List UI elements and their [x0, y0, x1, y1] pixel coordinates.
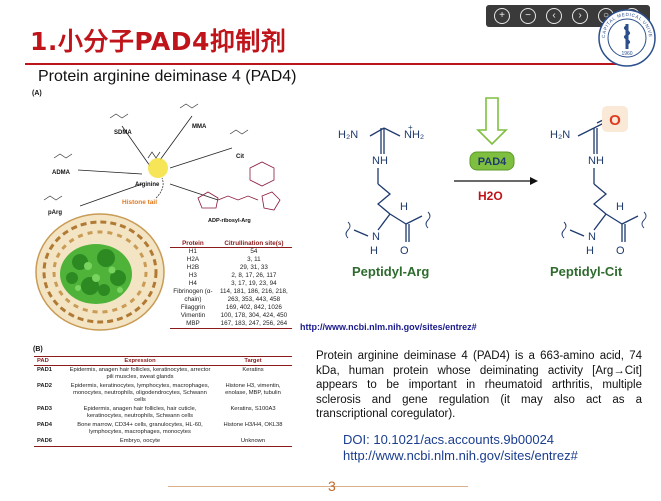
figure-panel-a: (A) SDMA: [30, 88, 294, 340]
h-label: H: [586, 245, 594, 257]
n-label: N: [372, 231, 380, 243]
zoom-out-icon[interactable]: −: [520, 8, 536, 24]
nucleosome-illustration: [35, 213, 165, 331]
arginine-modification-diagram: SDMA MMA Cit ADMA Arginine pArg ADP-ribo…: [43, 103, 281, 224]
slide-title: 1.小分子PAD4抑制剂: [30, 27, 287, 56]
nh-label: NH: [372, 155, 388, 167]
histone-tail-label: Histone tail: [122, 199, 157, 206]
page-number: 3: [328, 478, 336, 494]
table-header: Protein: [170, 240, 216, 248]
sdma-label: SDMA: [114, 130, 132, 136]
amine-label: H₂N: [338, 129, 358, 141]
mma-label: MMA: [192, 124, 207, 130]
reference-url[interactable]: http://www.ncbi.nlm.nih.gov/sites/entrez…: [343, 448, 578, 463]
pad4-description: Protein arginine deiminase 4 (PAD4) is a…: [316, 350, 642, 421]
cit-label: Cit: [236, 154, 244, 160]
enzyme-label: PAD4: [478, 156, 507, 168]
source-link[interactable]: http://www.ncbi.nlm.nih.gov/sites/entrez…: [300, 322, 477, 332]
h-label: H: [370, 245, 378, 257]
logo-year: 1960: [621, 51, 632, 57]
table-header: PAD: [34, 356, 66, 366]
table-header: Expression: [66, 356, 214, 366]
oxygen-badge: O: [609, 112, 621, 129]
svg-text:+: +: [408, 123, 413, 132]
water-label: H2O: [478, 189, 503, 203]
zoom-in-icon[interactable]: +: [494, 8, 510, 24]
nh-label: NH: [588, 155, 604, 167]
references: DOI: 10.1021/acs.accounts.9b00024 http:/…: [343, 432, 578, 464]
doi-text: DOI: 10.1021/acs.accounts.9b00024: [343, 432, 555, 447]
adma-label: ADMA: [52, 170, 71, 176]
slide-subtitle: Protein arginine deiminase 4 (PAD4): [38, 68, 297, 85]
next-icon[interactable]: ›: [572, 8, 588, 24]
table-header: Target: [214, 356, 292, 366]
h-label: H: [616, 201, 624, 213]
arginine-label: Arginine: [135, 182, 160, 188]
amine-label: H₂N: [550, 129, 570, 141]
reactant-label: Peptidyl-Arg: [352, 264, 429, 279]
adp-ribosyl-label: ADP-ribosyl-Arg: [208, 218, 251, 224]
university-logo: CAPITAL MEDICAL UNIVERSITY 1960: [595, 4, 657, 73]
table-row: Fibrinogen (α-chain)114, 181, 186, 216, …: [173, 288, 288, 303]
amine-label: NH₂: [404, 129, 424, 141]
panel-a-label: (A): [32, 90, 42, 97]
n-label: N: [588, 231, 596, 243]
table-header: Citrullination site(s): [215, 240, 292, 248]
previous-icon[interactable]: ‹: [546, 8, 562, 24]
h-label: H: [400, 201, 408, 213]
footer-line: [168, 486, 468, 487]
product-label: Peptidyl-Cit: [550, 264, 623, 279]
carbonyl-label: O: [400, 245, 409, 257]
title-underline: [25, 63, 623, 65]
panel-b-label: (B): [33, 346, 43, 353]
citrullination-reaction-scheme: H₂N NH₂ + NH N H O H H₂N NH N H O H: [338, 97, 647, 279]
parg-label: pArg: [48, 210, 62, 216]
carbonyl-label: O: [616, 245, 625, 257]
